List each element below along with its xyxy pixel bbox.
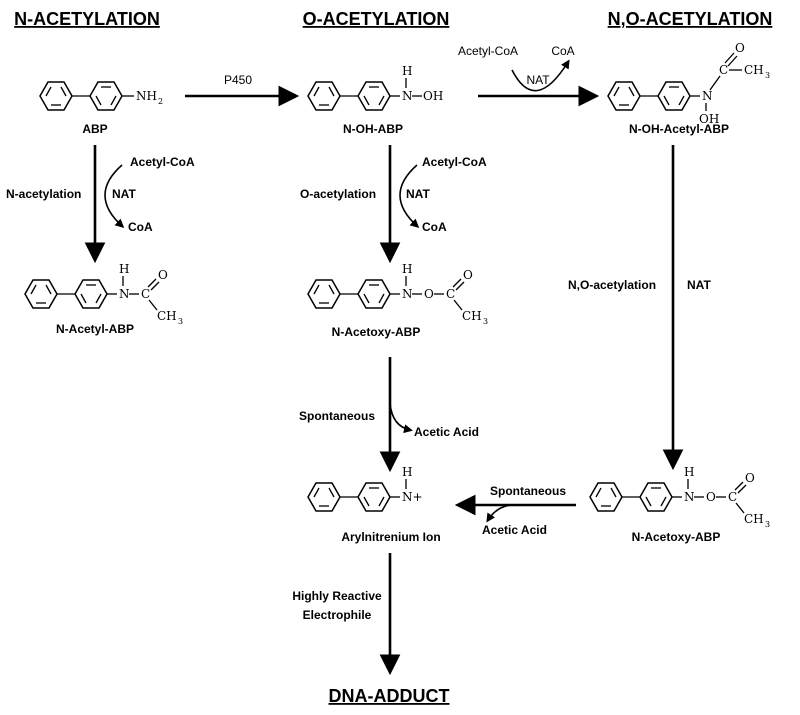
amine-label: NH <box>136 89 157 103</box>
label-right-process: N,O-acetylation <box>568 278 656 292</box>
label-right-nat: NAT <box>687 278 711 292</box>
hydroxyl-label: OH <box>423 89 443 103</box>
label-left-nat: NAT <box>112 187 136 201</box>
label-spontaneous-horizontal: Spontaneous <box>490 484 566 498</box>
methyl-label: CH <box>462 309 482 323</box>
hydrogen-label: H <box>402 64 412 78</box>
spontaneous-horizontal-curve <box>486 504 513 523</box>
oxygen-label: O <box>745 471 755 485</box>
label-electrophile-line2: Electrophile <box>303 608 372 622</box>
n-oh-acetyl-abp-structure: N OH C O CH 3 <box>607 41 770 126</box>
hydrogen-label: H <box>119 262 129 276</box>
n-acetyl-abp-structure: N H C O CH 3 <box>24 262 183 326</box>
oxygen-label: O <box>424 287 434 301</box>
hydroxyl-label: OH <box>699 112 719 126</box>
n-acetoxy-abp-center-structure: N H O C O CH 3 <box>307 262 488 326</box>
label-mid-acetyl-coa: Acetyl-CoA <box>422 155 487 169</box>
o-acetylation-curve <box>399 164 420 229</box>
label-electrophile-line1: Highly Reactive <box>292 589 382 603</box>
label-p450: P450 <box>224 73 252 87</box>
nat-top-curve <box>511 59 570 92</box>
arylnitrenium-ion-structure: N+ H <box>307 465 423 512</box>
header-no-acetylation: N,O-ACETYLATION <box>608 9 773 29</box>
label-n-acetoxy-abp-center: N-Acetoxy-ABP <box>332 325 421 339</box>
hydrogen-label: H <box>402 465 412 479</box>
nitrogen-label: N <box>402 89 413 103</box>
subscript-3: 3 <box>765 520 770 529</box>
subscript-2: 2 <box>158 97 163 106</box>
n-oh-abp-structure: N H OH <box>307 64 443 111</box>
label-n-acetyl-abp: N-Acetyl-ABP <box>56 322 134 336</box>
label-left-process: N-acetylation <box>6 187 81 201</box>
subscript-3: 3 <box>178 317 183 326</box>
methyl-label: CH <box>157 309 177 323</box>
hydrogen-label: H <box>684 465 694 479</box>
hydrogen-label: H <box>402 262 412 276</box>
oxygen-label: O <box>735 41 745 55</box>
subscript-3: 3 <box>483 317 488 326</box>
nitrenium-label: N+ <box>402 490 423 504</box>
label-n-oh-abp: N-OH-ABP <box>343 122 403 136</box>
label-left-acetyl-coa: Acetyl-CoA <box>130 155 195 169</box>
label-mid-coa: CoA <box>422 220 447 234</box>
carbon-label: C <box>719 63 728 77</box>
subscript-3: 3 <box>765 71 770 80</box>
nitrogen-label: N <box>402 287 413 301</box>
nitrogen-label: N <box>702 89 713 103</box>
header-n-acetylation: N-ACETYLATION <box>14 9 160 29</box>
label-n-oh-acetyl-abp: N-OH-Acetyl-ABP <box>629 122 729 136</box>
label-acetic-acid-horizontal: Acetic Acid <box>482 523 547 537</box>
label-arylnitrenium-ion: Arylnitrenium Ion <box>341 530 440 544</box>
label-acetic-acid-vertical: Acetic Acid <box>414 425 479 439</box>
oxygen-label: O <box>463 268 473 282</box>
methyl-label: CH <box>744 512 764 526</box>
nitrogen-label: N <box>119 287 130 301</box>
label-mid-nat: NAT <box>406 187 430 201</box>
carbon-label: C <box>141 287 150 301</box>
label-n-acetoxy-abp-right: N-Acetoxy-ABP <box>632 530 721 544</box>
nitrogen-label: N <box>684 490 695 504</box>
header-dna-adduct: DNA-ADDUCT <box>329 686 450 706</box>
spontaneous-vertical-curve <box>389 402 413 434</box>
label-left-coa: CoA <box>128 220 153 234</box>
label-top-coa: CoA <box>551 44 574 58</box>
oxygen-label: O <box>706 490 716 504</box>
label-mid-process: O-acetylation <box>300 187 376 201</box>
header-o-acetylation: O-ACETYLATION <box>303 9 450 29</box>
label-abp: ABP <box>82 122 107 136</box>
label-spontaneous-vertical: Spontaneous <box>299 409 375 423</box>
oxygen-label: O <box>158 268 168 282</box>
n-acetoxy-abp-right-structure: N H O C O CH 3 <box>589 465 770 529</box>
label-top-acetyl-coa: Acetyl-CoA <box>458 44 518 58</box>
label-top-nat: NAT <box>526 73 550 87</box>
n-acetylation-curve <box>104 164 125 229</box>
carbon-label: C <box>728 490 737 504</box>
carbon-label: C <box>446 287 455 301</box>
methyl-label: CH <box>744 63 764 77</box>
abp-structure: NH 2 <box>39 81 163 111</box>
